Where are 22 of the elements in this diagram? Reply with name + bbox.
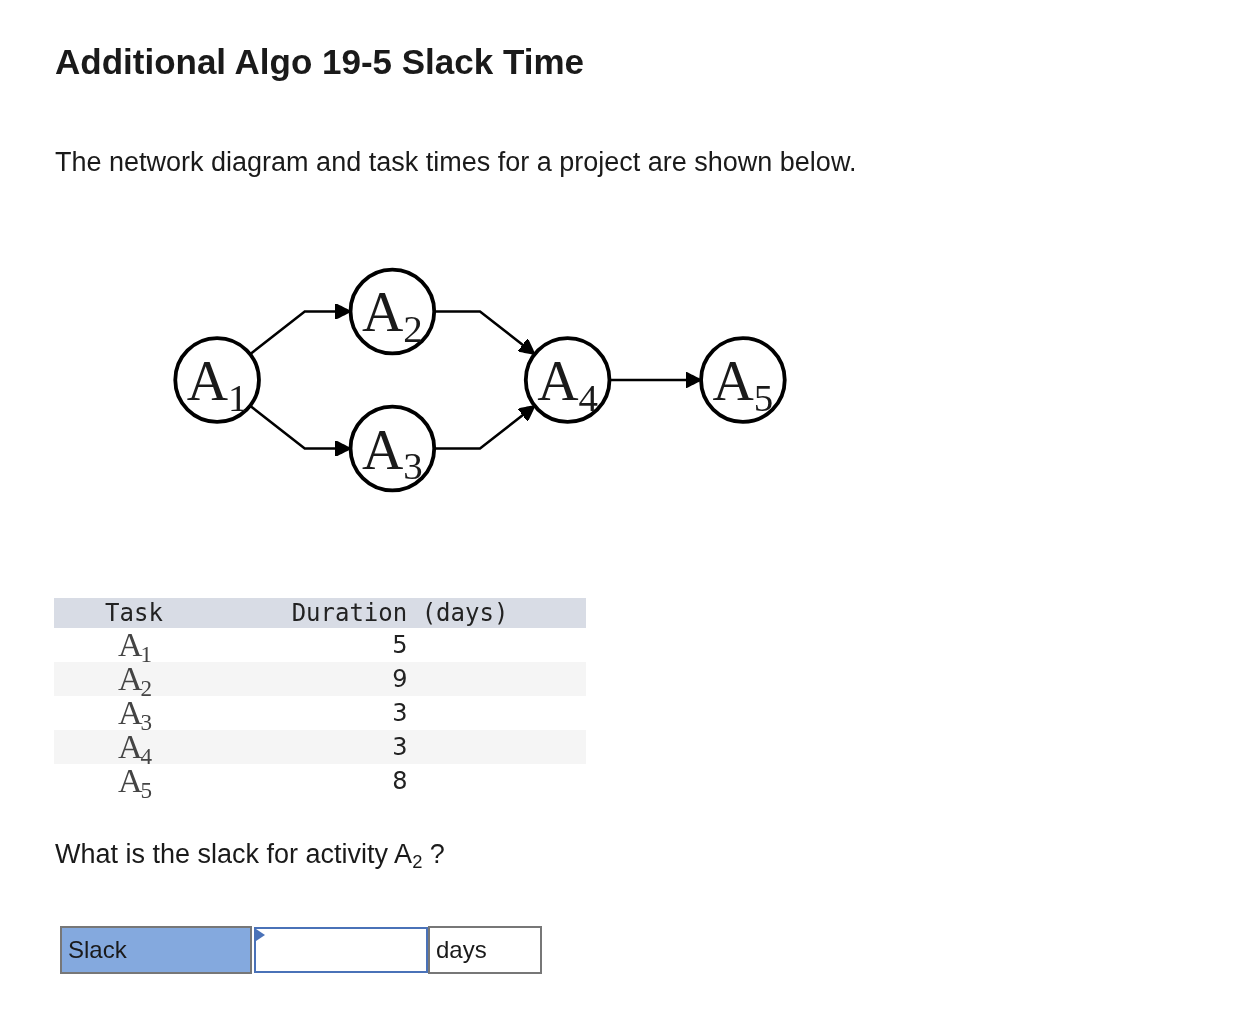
circle-node: A$_{1}$ [173,336,261,424]
task-name: A$_{4}$ [117,732,151,762]
answer-label: Slack [60,926,252,974]
duration-value: 8 [392,766,408,796]
task-name: A$_{5}$ [117,766,151,796]
task-name: A$_{3}$ [117,698,151,728]
duration-value: 3 [392,698,408,728]
circle-node: A$_{5}$ [699,336,787,424]
column-heading: Task [105,599,163,627]
duration-value: 9 [392,664,408,694]
circle-node: A$_{4}$ [523,336,612,424]
task-name: A$_{2}$ [117,664,151,694]
unit-label: days [428,926,542,974]
page-title: Additional Algo 19-5 Slack Time [55,41,585,83]
duration-value: 3 [392,732,408,762]
task-name: A$_{1}$ [117,630,151,660]
column-heading: Duration (days) [291,599,509,627]
duration-value: 5 [392,630,408,660]
question-text: What is the slack for activity A$_{2}$ ? [55,838,445,872]
circle-node: A$_{2}$ [348,267,437,356]
intro-text: The network diagram and task times for a project are shown below. [55,146,857,179]
circle-node: A$_{3}$ [348,404,437,493]
